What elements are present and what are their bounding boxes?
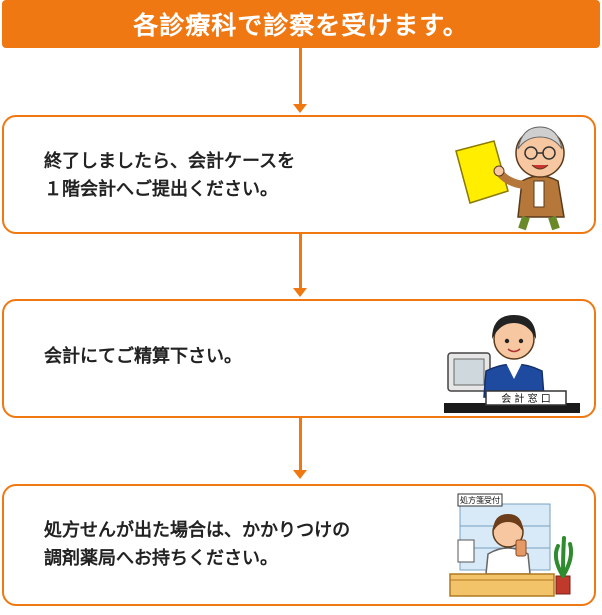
step-card-submit-case: 終了しましたら、会計ケースを １階会計へご提出ください。 xyxy=(2,115,596,234)
connector-line xyxy=(299,48,302,106)
arrow-down-icon xyxy=(293,104,307,113)
cashier-icon: 会 計 窓 口 xyxy=(444,315,580,413)
step-text: 会計にてご精算下さい。 xyxy=(44,346,242,367)
step-text: 終了しましたら、会計ケースを １階会計へご提出ください。 xyxy=(44,151,296,200)
connector-line xyxy=(299,234,302,290)
step-card-payment: 会計にてご精算下さい。 会 計 窓 口 xyxy=(2,299,596,418)
cashier-sign-label: 会 計 窓 口 xyxy=(501,392,551,405)
connector-line xyxy=(299,418,302,472)
header-banner: 各診療科で診察を受けます。 xyxy=(2,0,600,48)
step-card-pharmacy: 処方せんが出た場合は、かかりつけの 調剤薬局へお持ちください。 処方箋受付 xyxy=(2,484,596,606)
arrow-down-icon xyxy=(293,470,307,479)
header-title: 各診療科で診察を受けます。 xyxy=(133,11,469,40)
elderly-man-folder-icon xyxy=(455,126,565,231)
arrow-down-icon xyxy=(293,288,307,297)
step-text: 処方せんが出た場合は、かかりつけの 調剤薬局へお持ちください。 xyxy=(44,520,351,569)
pharmacy-sign-label: 処方箋受付 xyxy=(460,495,500,505)
pharmacy-counter-icon: 処方箋受付 xyxy=(449,493,574,597)
